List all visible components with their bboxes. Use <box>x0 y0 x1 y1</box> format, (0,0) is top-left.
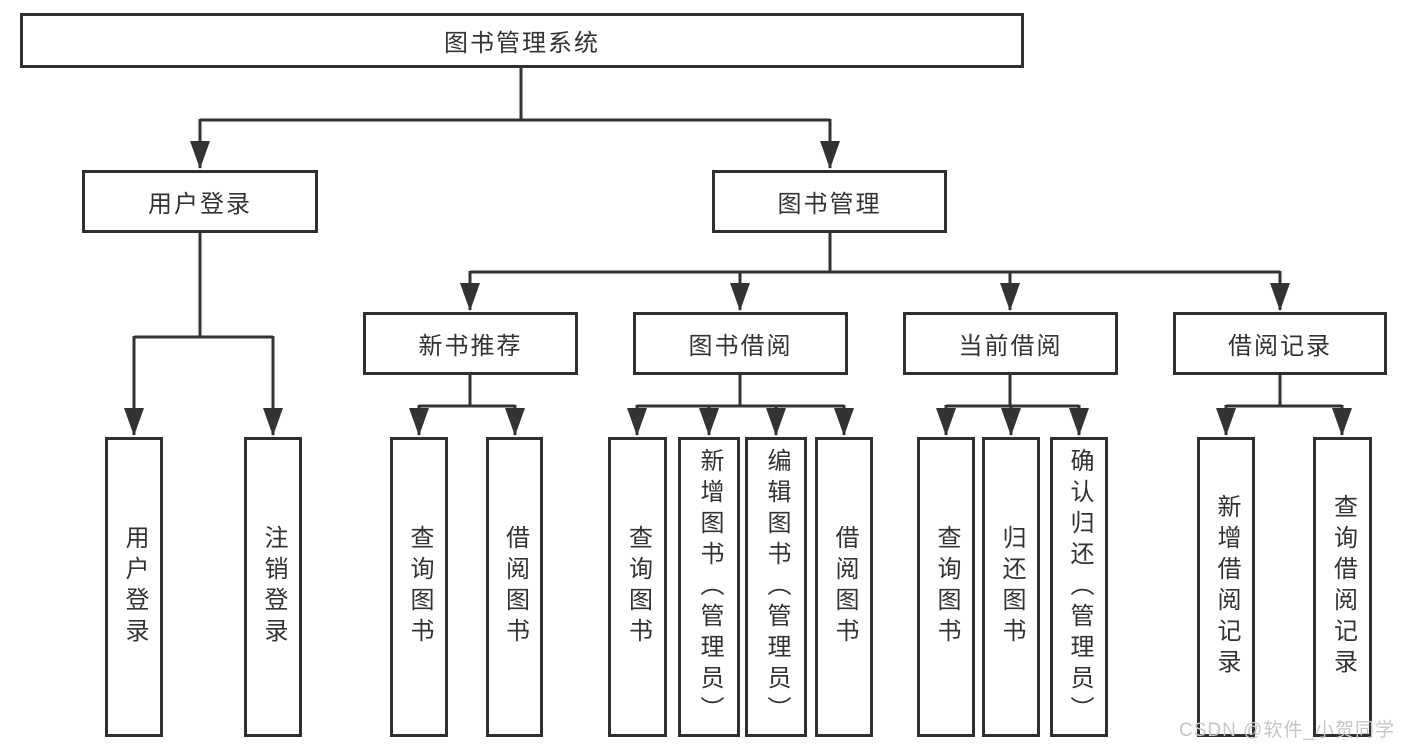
leaf-cb-confirm-return-admin: 确认归还（管理员） <box>1050 437 1108 737</box>
leaf-cb-query-books-label: 查询图书 <box>933 525 960 649</box>
leaf-bb-borrow-books-label: 借阅图书 <box>831 525 858 649</box>
connector-book-management-children <box>470 233 1280 274</box>
leaf-bb-add-books-admin-label: 新增图书（管理员） <box>696 447 723 727</box>
leaf-user-login: 用户登录 <box>105 437 163 737</box>
connector-user-login-children <box>134 233 273 339</box>
leaf-br-add-record: 新增借阅记录 <box>1197 437 1255 737</box>
leaf-bb-borrow-books: 借阅图书 <box>815 437 873 737</box>
node-borrow-records: 借阅记录 <box>1173 312 1387 375</box>
leaf-nb-borrow-books-label: 借阅图书 <box>501 525 529 649</box>
leaf-br-query-record-label: 查询借阅记录 <box>1329 494 1357 680</box>
leaf-nb-borrow-books: 借阅图书 <box>486 437 543 737</box>
leaf-bb-query-books: 查询图书 <box>608 437 667 737</box>
leaf-cb-return-books: 归还图书 <box>982 437 1040 737</box>
leaf-nb-query-books: 查询图书 <box>390 437 448 737</box>
leaf-bb-edit-books-admin: 编辑图书（管理员） <box>745 437 807 737</box>
leaf-nb-query-books-label: 查询图书 <box>406 525 433 649</box>
connector-borrow-records-children <box>1226 375 1342 408</box>
csdn-watermark: CSDN @软件_小贺同学 <box>1179 720 1395 741</box>
node-root-system: 图书管理系统 <box>20 13 1024 68</box>
leaf-cb-query-books: 查询图书 <box>917 437 975 737</box>
connector-root-to-level2 <box>200 68 830 122</box>
node-current-borrow: 当前借阅 <box>903 312 1118 375</box>
leaf-cb-confirm-return-admin-label: 确认归还（管理员） <box>1066 447 1093 727</box>
leaf-br-add-record-label: 新增借阅记录 <box>1213 494 1240 680</box>
leaf-bb-add-books-admin: 新增图书（管理员） <box>678 437 740 737</box>
node-book-borrow: 图书借阅 <box>633 312 848 375</box>
connector-new-books-children <box>419 375 515 408</box>
connector-book-borrow-children <box>637 375 844 408</box>
leaf-cb-return-books-label: 归还图书 <box>998 525 1025 649</box>
node-user-login: 用户登录 <box>82 170 318 233</box>
connector-current-borrow-children <box>946 375 1079 408</box>
leaf-logout-label: 注销登录 <box>260 525 287 649</box>
node-book-management: 图书管理 <box>712 170 947 233</box>
node-new-books: 新书推荐 <box>363 312 578 375</box>
leaf-bb-edit-books-admin-label: 编辑图书（管理员） <box>763 447 790 727</box>
leaf-br-query-record: 查询借阅记录 <box>1313 437 1372 737</box>
leaf-user-login-label: 用户登录 <box>121 525 148 649</box>
leaf-bb-query-books-label: 查询图书 <box>624 525 652 649</box>
leaf-logout: 注销登录 <box>244 437 302 737</box>
